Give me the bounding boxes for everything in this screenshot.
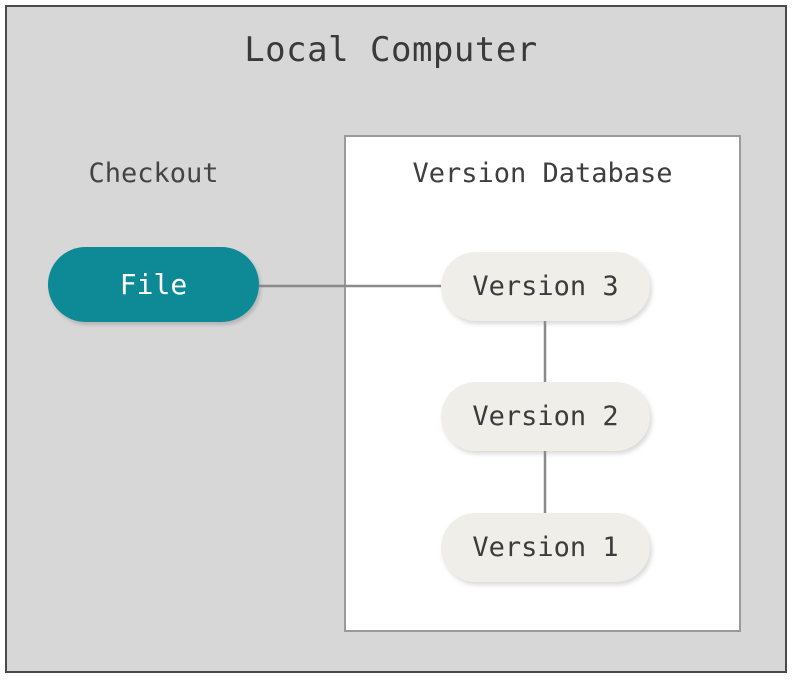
page-title: Local Computer xyxy=(244,30,538,70)
node-version-3[interactable]: Version 3 xyxy=(441,252,650,321)
node-file[interactable]: File xyxy=(48,247,259,322)
checkout-label: Checkout xyxy=(88,158,219,189)
node-version-1[interactable]: Version 1 xyxy=(441,513,650,582)
version-database-title: Version Database xyxy=(412,158,673,189)
node-version-2[interactable]: Version 2 xyxy=(441,382,650,451)
